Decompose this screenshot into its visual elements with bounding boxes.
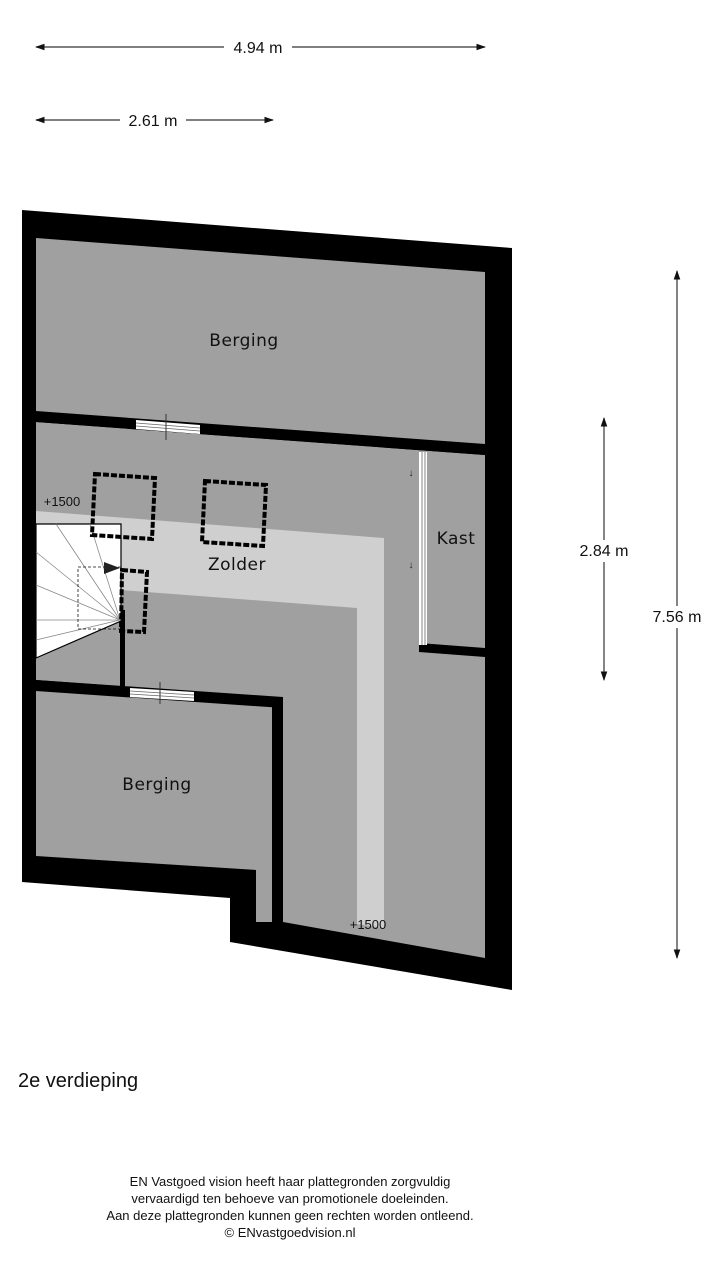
disclaimer: EN Vastgoed vision heeft haar plattegron…	[0, 1173, 580, 1241]
dimension-height-total: 7.56 m	[653, 270, 702, 959]
disclaimer-copyright: © ENvastgoedvision.nl	[224, 1225, 356, 1240]
door-kast: ↓ ↓	[409, 452, 427, 645]
skylight-1	[89, 471, 158, 542]
room-berging-bottom	[36, 689, 272, 922]
dimension-height-total-label: 7.56 m	[653, 609, 702, 626]
dimension-width-partial: 2.61 m	[35, 113, 274, 130]
skylights	[89, 471, 269, 635]
room-label-kast: Kast	[437, 529, 476, 549]
door-berging-top	[135, 414, 201, 440]
skylight-3	[118, 567, 150, 635]
dimension-height-kast-label: 2.84 m	[580, 543, 629, 560]
level-marker-left: +1500	[44, 494, 81, 509]
skylight-2	[199, 478, 269, 549]
dimension-width-total: 4.94 m	[35, 40, 486, 57]
room-label-berging-bottom: Berging	[122, 775, 191, 795]
stair-direction-arrow	[104, 562, 120, 574]
disclaimer-line-3: Aan deze plattegronden kunnen geen recht…	[106, 1208, 474, 1223]
floor-title: 2e verdieping	[18, 1070, 139, 1092]
room-label-berging-top: Berging	[209, 331, 278, 351]
svg-text:↓: ↓	[409, 468, 414, 479]
dimension-width-partial-label: 2.61 m	[129, 113, 178, 130]
level-marker-bottom: +1500	[350, 917, 387, 932]
door-berging-bottom	[129, 682, 195, 704]
disclaimer-line-2: vervaardigd ten behoeve van promotionele…	[131, 1191, 449, 1206]
dimension-height-kast: 2.84 m	[580, 417, 629, 681]
room-label-zolder: Zolder	[208, 555, 266, 575]
disclaimer-line-1: EN Vastgoed vision heeft haar plattegron…	[129, 1174, 451, 1189]
dimension-width-total-label: 4.94 m	[234, 40, 283, 57]
room-berging-top	[36, 238, 485, 445]
svg-text:↓: ↓	[409, 560, 414, 571]
